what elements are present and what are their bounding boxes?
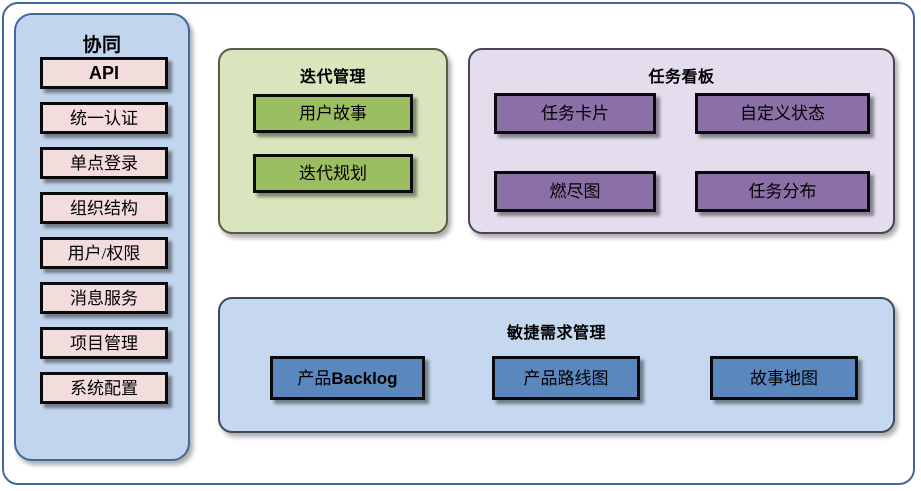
taskboard-panel: 任务看板 任务卡片 自定义状态 燃尽图 任务分布 xyxy=(468,48,895,234)
taskboard-item-task-distribution[interactable]: 任务分布 xyxy=(695,171,870,212)
iteration-item-user-story[interactable]: 用户故事 xyxy=(253,94,413,133)
agile-item-product-roadmap[interactable]: 产品路线图 xyxy=(492,356,640,400)
sidebar-item-unified-auth[interactable]: 统一认证 xyxy=(40,102,168,134)
sidebar-item-api[interactable]: API xyxy=(40,57,168,89)
taskboard-item-task-card[interactable]: 任务卡片 xyxy=(494,93,656,134)
agile-item-story-map[interactable]: 故事地图 xyxy=(710,356,858,400)
sidebar-item-project-management[interactable]: 项目管理 xyxy=(40,327,168,359)
sidebar-title: 协同 xyxy=(82,35,122,56)
sidebar-item-system-config[interactable]: 系统配置 xyxy=(40,372,168,404)
sidebar-item-user-permission[interactable]: 用户/权限 xyxy=(40,237,168,269)
sidebar-item-sso[interactable]: 单点登录 xyxy=(40,147,168,179)
taskboard-title: 任务看板 xyxy=(648,69,715,86)
outer-frame xyxy=(2,2,915,485)
taskboard-item-burndown-chart[interactable]: 燃尽图 xyxy=(494,171,656,212)
iteration-management-panel: 迭代管理 用户故事 迭代规划 xyxy=(218,48,448,234)
iteration-item-iteration-planning[interactable]: 迭代规划 xyxy=(253,154,413,193)
iteration-management-title: 迭代管理 xyxy=(299,69,366,86)
sidebar-item-message-service[interactable]: 消息服务 xyxy=(40,282,168,314)
agile-requirement-title: 敏捷需求管理 xyxy=(506,325,606,342)
taskboard-item-custom-status[interactable]: 自定义状态 xyxy=(695,93,870,134)
sidebar-item-org-structure[interactable]: 组织结构 xyxy=(40,192,168,224)
sidebar-panel: 协同 API 统一认证 单点登录 组织结构 用户/权限 消息服务 项目管理 系统… xyxy=(14,13,190,461)
